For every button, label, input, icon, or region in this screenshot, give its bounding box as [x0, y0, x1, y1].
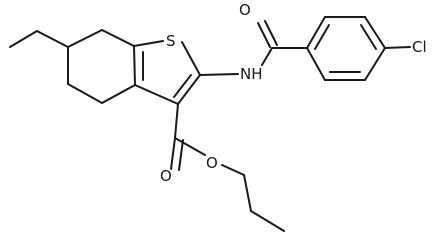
bond-propyl1-propyl2 [243, 174, 252, 212]
ester-ether-oxygen-label: O [206, 154, 218, 172]
bond-c7a-s [133, 40, 164, 47]
bond-c6-c7 [67, 29, 103, 48]
bond-c3a-c7a-outer [133, 45, 136, 86]
bond-ar6-ar1 [306, 47, 326, 81]
amide-nitrogen-label: NH [240, 65, 263, 83]
bond-s-c2 [181, 41, 201, 76]
bond-o-propyl1 [221, 164, 245, 176]
bond-c2-c3-outer [177, 74, 201, 105]
bond-ar3-ar4-inner [360, 24, 377, 50]
bond-ar4-cl [384, 46, 411, 49]
bond-c3-ester-carbon [174, 103, 179, 139]
bond-c5-c4 [67, 83, 103, 104]
bond-ester-co-a [170, 137, 176, 170]
bond-ethyl-ring [36, 30, 69, 48]
bond-nh-carbonyl [261, 47, 273, 66]
bond-ar1-ar2 [306, 16, 326, 49]
bond-ester-co-b [178, 139, 184, 171]
bond-c3-c3a [134, 84, 179, 105]
bond-ar4-ar5 [364, 47, 386, 81]
bond-ar3-ar4 [364, 16, 386, 49]
bond-ar1-ar2-inner [314, 24, 330, 50]
bond-c2-c3-inner [173, 74, 192, 98]
bond-amide-co-b [264, 20, 278, 46]
bond-ethyl-terminal [9, 30, 38, 48]
amide-oxygen-label: O [239, 1, 251, 19]
sulfur-label: S [166, 32, 176, 50]
bond-c4-c3a [101, 84, 136, 104]
bond-c7-c7a [101, 29, 135, 47]
bond-amide-co-a [257, 22, 271, 48]
ester-carbonyl-oxygen-label: O [160, 167, 172, 185]
chlorine-label: Cl [412, 38, 427, 56]
bond-c2-nh [199, 73, 239, 76]
bond-propyl2-propyl3 [250, 210, 285, 232]
bond-ester-c-o [174, 137, 206, 156]
